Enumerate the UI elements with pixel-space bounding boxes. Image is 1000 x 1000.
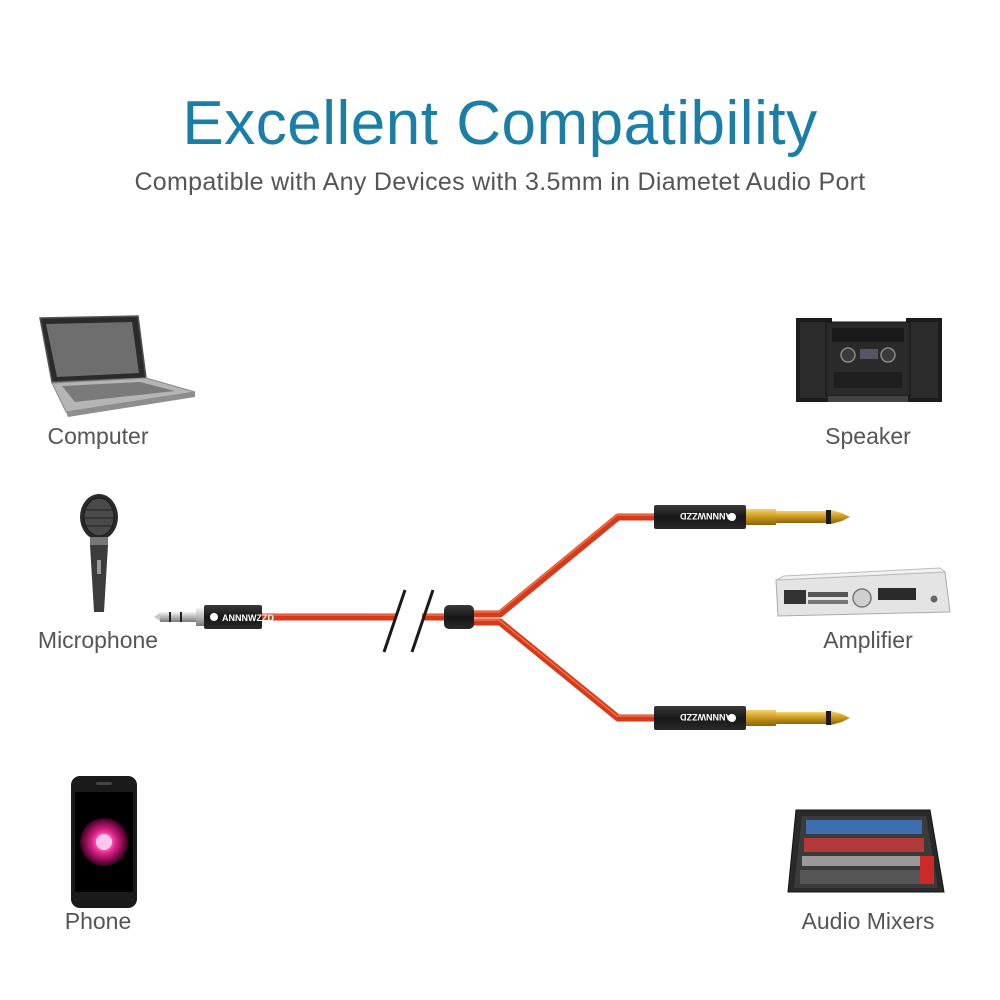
laptop-icon [39,315,196,417]
cable-break-mark [382,589,435,653]
speaker-icon [796,318,942,402]
label-microphone: Microphone [37,627,159,653]
label-amplifier: Amplifier [823,627,913,653]
amplifier-icon [775,567,951,617]
plug-brand-label: ANNNWZZD [222,613,274,623]
plug-brand-label: ANNNWZZD [680,511,732,521]
page-subtitle: Compatible with Any Devices with 3.5mm i… [134,168,866,196]
y-splitter-cable: ANNNWZZD ANNNWZZD ANNNWZZD [154,505,850,730]
label-audio-mixers: Audio Mixers [801,908,935,934]
label-computer: Computer [47,423,149,449]
phone-icon [71,776,137,908]
plug-brand-label: ANNNWZZD [680,712,732,722]
splitter-housing [444,605,474,629]
page-title: Excellent Compatibility [182,89,818,158]
ts-plug-bottom: ANNNWZZD [654,706,850,730]
audio-mixer-icon [787,809,945,893]
ts-plug-top: ANNNWZZD [654,505,850,529]
microphone-icon [80,494,118,612]
label-speaker: Speaker [825,423,911,449]
label-phone: Phone [64,908,132,934]
trs-plug-3-5mm: ANNNWZZD [154,605,274,629]
